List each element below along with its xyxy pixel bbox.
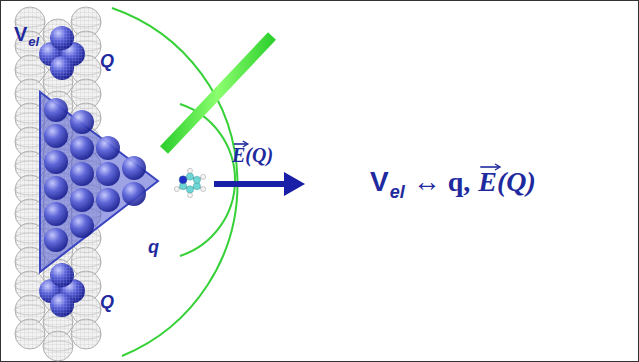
math-label: el [28, 35, 39, 48]
tip-atom [70, 188, 94, 212]
math-label: ↔ q, [413, 168, 471, 196]
math-label: V [14, 24, 27, 44]
charge-sphere [50, 293, 74, 317]
charge-sphere [50, 263, 74, 287]
pyridine-molecule [174, 168, 205, 197]
laser-beam [164, 36, 272, 150]
tip-atom [70, 214, 94, 238]
tip-atom [96, 162, 120, 186]
tip-atom [44, 202, 68, 226]
tip-atom [44, 150, 68, 174]
tip-atom [44, 176, 68, 200]
wire-sphere [15, 319, 45, 349]
tip-atom [122, 182, 146, 206]
tip-atom [70, 110, 94, 134]
tip-atom [96, 188, 120, 212]
math-label: E(Q) [478, 168, 536, 196]
wire-sphere [71, 103, 101, 133]
field-arrow [214, 181, 286, 187]
tip-atoms [44, 98, 146, 252]
tip-atom [122, 156, 146, 180]
math-label: el [390, 183, 405, 201]
tip-atom [70, 136, 94, 160]
math-label: Q [100, 293, 114, 311]
math-label: V [370, 168, 389, 196]
charge-sphere [50, 56, 74, 80]
nanoparticle-chain [15, 7, 101, 361]
charge-sphere [50, 26, 74, 50]
math-label: q [148, 238, 159, 256]
tip-atom [44, 124, 68, 148]
math-label: Q [100, 52, 114, 70]
tip-atom [96, 136, 120, 160]
tip-atom [70, 162, 94, 186]
math-label: E(Q) [232, 145, 273, 165]
wire-sphere [43, 331, 73, 361]
tip-pyramid [40, 92, 158, 272]
tip-atom [44, 98, 68, 122]
wire-sphere [71, 319, 101, 349]
tip-atom [44, 228, 68, 252]
field-arrowhead [284, 172, 305, 196]
